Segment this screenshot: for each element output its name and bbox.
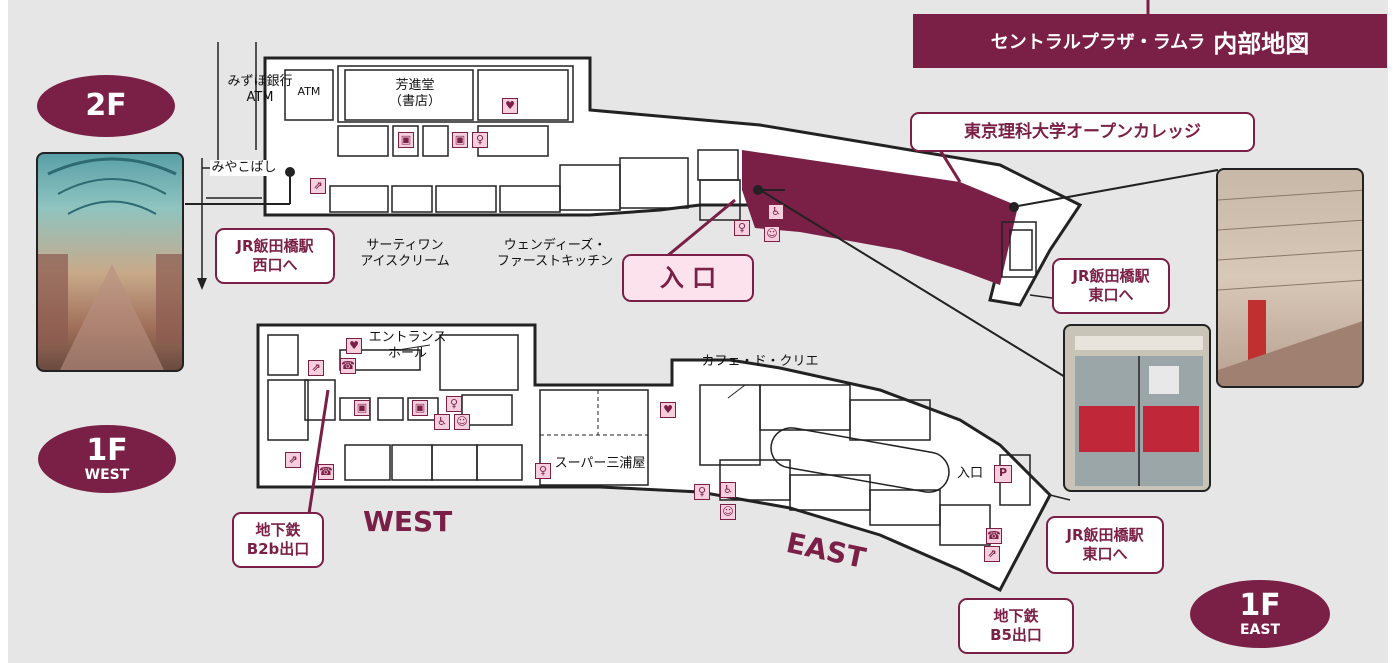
floor-1f-east-label: 1F [1239,588,1281,623]
header-banner: セントラルプラザ・ラムラ 内部地図 [913,14,1387,68]
aed-icon: ♥ [502,98,518,114]
baby-icon: ☺ [454,414,470,430]
baby-icon: ☺ [720,504,736,520]
icecream-label: サーティワン アイスクリーム [360,238,450,269]
wheelchair-icon: ♿ [720,482,736,498]
parking-icon: P [994,465,1012,483]
aed-icon: ♥ [346,338,362,354]
elevator-icon: ▣ [452,132,468,148]
header-title: 内部地図 [1213,29,1310,58]
restroom-icon: ♀ [472,132,488,148]
supermarket-label: スーパー三浦屋 [554,456,646,471]
subway-b5-text: 地下鉄 B5出口 [990,607,1042,644]
restroom-icon: ♀ [694,484,710,500]
to-jr-east-1f-text: JR飯田橋駅 東口へ [1066,526,1144,563]
floor-2f-label: 2F [85,88,127,123]
entrance-callout: 入 口 [622,254,754,302]
escalator-icon: ⇗ [308,360,324,376]
entrance-callout-text: 入 口 [659,263,717,292]
bookstore-label: 芳進堂 （書店） [388,78,441,109]
bank-label: みずほ銀行 ATM [227,74,293,105]
floor-1f-east-badge: 1F EAST [1190,580,1330,648]
elevator-icon: ▣ [398,132,414,148]
to-jr-west-label: JR飯田橋駅 西口へ [215,228,335,284]
arcade-photo-art [38,157,182,370]
phone-icon: ☎ [986,528,1002,544]
college-label-text: 東京理科大学オープンカレッジ [964,121,1201,142]
to-jr-east-1f-label: JR飯田橋駅 東口へ [1046,516,1164,574]
entrance-1f-label: 入口 [956,466,983,481]
subway-b2b-label: 地下鉄 B2b出口 [232,512,324,568]
atm-label: ATM [297,85,321,98]
elevator-icon: ▣ [354,400,370,416]
west-label: WEST [363,505,453,538]
subway-b2b-text: 地下鉄 B2b出口 [246,521,310,558]
to-jr-east-2f-label: JR飯田橋駅 東口へ [1052,258,1170,314]
college-label: 東京理科大学オープンカレッジ [910,112,1255,152]
restroom-icon: ♀ [535,463,551,479]
entrance-door-photo [1063,324,1211,492]
floor1-outline [256,323,1052,592]
aed-icon: ♥ [660,402,676,418]
bridge-label: みやこばし [210,160,278,176]
escalator-icon: ⇗ [984,546,1000,562]
escalator-icon: ⇗ [285,452,301,468]
college-area [742,150,1018,285]
building-photo [1216,168,1364,388]
entrance-hall-label: エントランス ホール [368,330,447,361]
phone-icon: ☎ [340,358,356,374]
wendys-label: ウェンディーズ・ ファーストキッチン [496,238,614,269]
header-prefix: セントラルプラザ・ラムラ [990,32,1206,53]
wheelchair-icon: ♿ [434,414,450,430]
floor-1f-west-sub: WEST [84,467,130,483]
restroom-icon: ♀ [734,220,750,236]
floor-1f-east-sub: EAST [1239,622,1281,638]
to-jr-east-2f-text: JR飯田橋駅 東口へ [1072,267,1150,304]
building-photo-art [1218,189,1362,386]
cafe-label: カフェ・ド・クリエ [701,354,819,369]
wheelchair-icon: ♿ [768,204,784,220]
floor-2f-badge: 2F [37,75,175,137]
restroom-icon: ♀ [446,396,462,412]
escalator-icon: ⇗ [310,178,326,194]
arcade-photo [36,152,184,372]
floor-1f-west-badge: 1F WEST [38,425,176,493]
baby-icon: ☺ [764,226,780,242]
floor-1f-west-label: 1F [86,433,128,468]
phone-icon: ☎ [318,464,334,480]
to-jr-west-text: JR飯田橋駅 西口へ [236,237,314,274]
elevator-icon: ▣ [412,400,428,416]
entrance-door-photo-art [1075,336,1203,486]
subway-b5-label: 地下鉄 B5出口 [958,598,1074,654]
